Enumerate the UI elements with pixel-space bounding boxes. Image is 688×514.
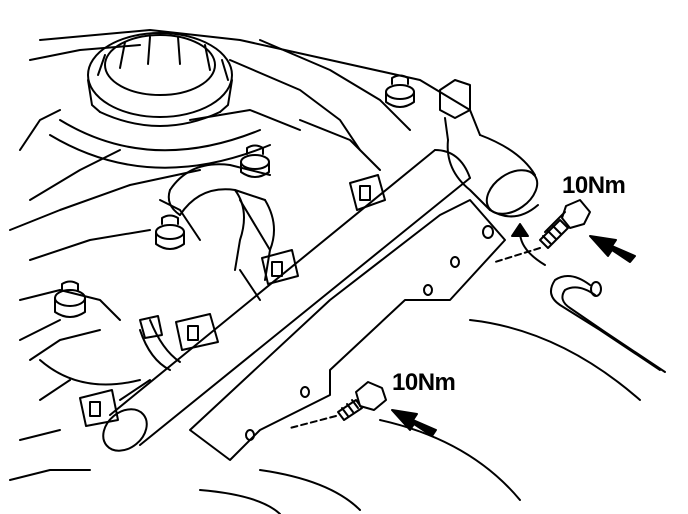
- bolt-upper-leader-line: [494, 247, 541, 263]
- bolt-upper-insert-arrowhead: [511, 223, 529, 237]
- cylinder-head-bolts: [54, 74, 415, 318]
- engine-cylinder-head: [9, 29, 471, 481]
- breather-hose: [167, 163, 275, 281]
- fuel-injector-connectors: [79, 174, 386, 427]
- head-bolt: [155, 214, 185, 250]
- head-bolt: [240, 144, 270, 178]
- injector-connector: [349, 174, 386, 211]
- bolt-lower-leader-line: [289, 415, 337, 429]
- oil-filler-cap: [49, 32, 271, 169]
- bolt-upper: [539, 199, 591, 249]
- fuel-rail: [102, 149, 506, 461]
- injector-connector: [175, 313, 219, 351]
- fuel-pressure-regulator: [439, 79, 539, 218]
- wiring-harness: [39, 315, 181, 386]
- head-bolt: [54, 280, 86, 318]
- vacuum-hose: [550, 275, 666, 373]
- bolt-lower: [337, 381, 387, 421]
- bolt-lower-pointer-arrow: [391, 409, 437, 437]
- torque-spec-upper: 10Nm: [562, 172, 626, 199]
- injector-connector: [261, 249, 299, 285]
- head-bolt: [385, 74, 415, 108]
- injector-connector: [79, 389, 119, 427]
- bolt-upper-pointer-arrow: [589, 235, 636, 263]
- intake-manifold: [199, 319, 641, 514]
- torque-spec-lower: 10Nm: [392, 369, 456, 396]
